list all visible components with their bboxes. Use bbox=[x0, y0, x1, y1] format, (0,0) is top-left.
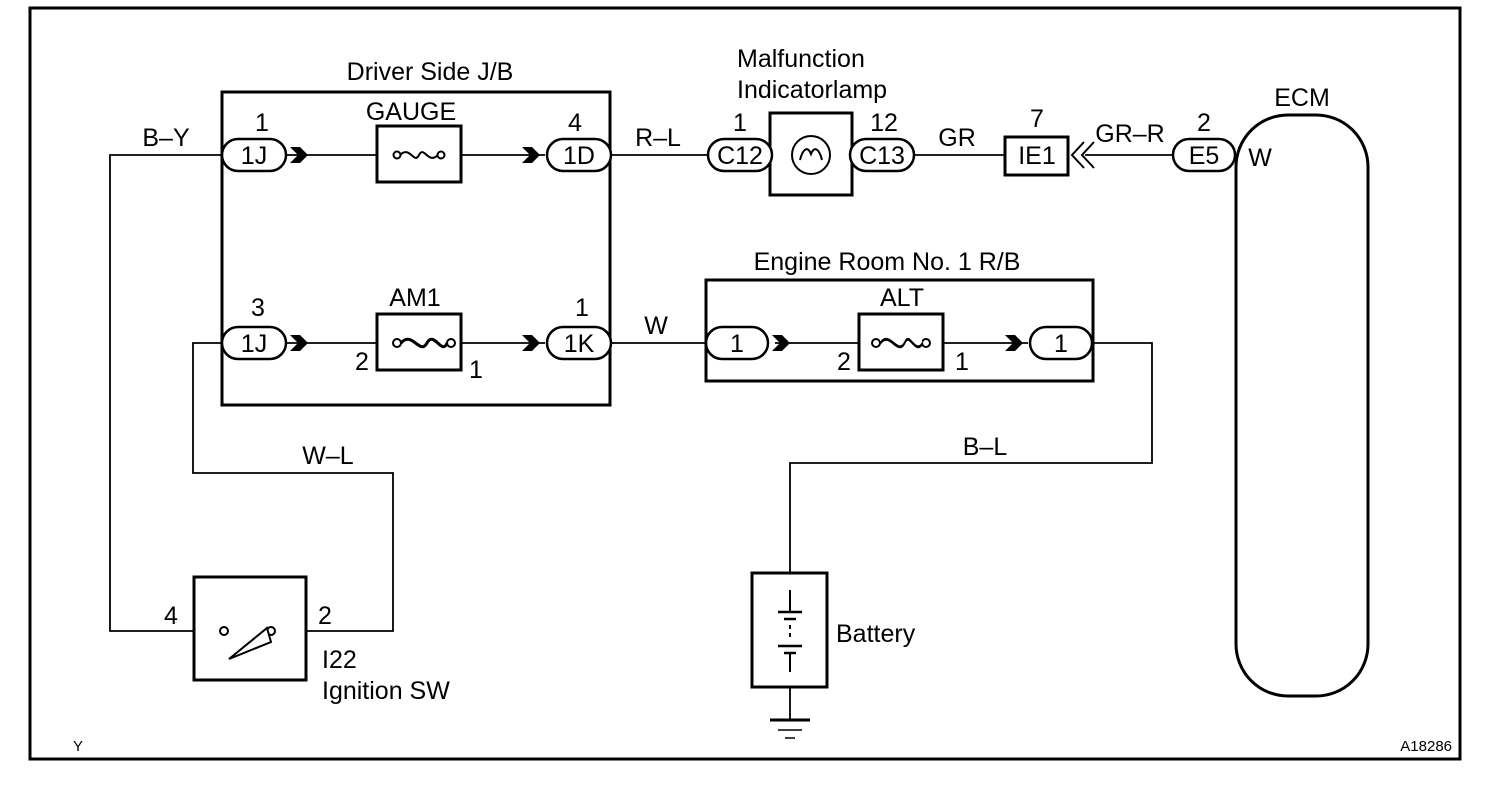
connector-rb-right: 1 bbox=[1005, 325, 1094, 361]
junction-ie1: IE1 7 bbox=[1003, 105, 1095, 177]
am1-fuse-label: AM1 bbox=[389, 284, 440, 312]
wire-label-b-l: B–L bbox=[963, 433, 1008, 461]
connector-arrow-icon bbox=[1005, 335, 1023, 351]
figure-id: A18286 bbox=[1400, 738, 1452, 755]
wire-label-w-l: W–L bbox=[302, 442, 354, 470]
svg-text:C12: C12 bbox=[717, 142, 763, 170]
pin-1j-bottom: 3 bbox=[251, 294, 265, 322]
fuse-symbol-icon bbox=[392, 150, 446, 160]
engine-rb-title: Engine Room No. 1 R/B bbox=[754, 248, 1021, 276]
battery-label: Battery bbox=[836, 620, 916, 648]
am1-pin-right: 1 bbox=[469, 356, 483, 384]
ignition-switch: 4 2 I22 Ignition SW bbox=[164, 575, 450, 705]
connector-1j-top: 1J bbox=[220, 137, 308, 173]
ignition-pin-left: 4 bbox=[164, 602, 178, 630]
svg-text:1: 1 bbox=[730, 330, 744, 358]
connector-arrow-icon bbox=[772, 335, 790, 351]
pin-e5: 2 bbox=[1197, 109, 1211, 137]
connector-arrow-icon bbox=[522, 335, 540, 351]
connector-c13: C13 bbox=[848, 137, 916, 173]
fusible-link-icon bbox=[871, 336, 931, 349]
pin-c13: 12 bbox=[870, 109, 898, 137]
am1-fuse bbox=[375, 312, 463, 372]
connector-arrow-icon bbox=[290, 147, 308, 163]
connector-1d: 1D bbox=[522, 137, 613, 173]
ground-icon bbox=[770, 718, 810, 739]
svg-text:1D: 1D bbox=[563, 142, 595, 170]
svg-text:E5: E5 bbox=[1189, 142, 1220, 170]
svg-text:1J: 1J bbox=[241, 142, 267, 170]
connector-e5: E5 bbox=[1171, 137, 1237, 173]
wire-label-b-y: B–Y bbox=[142, 124, 190, 152]
lamp-bulb-icon bbox=[791, 135, 831, 175]
connector-rb-left: 1 bbox=[704, 325, 790, 361]
ecm-terminal-w: W bbox=[1248, 144, 1272, 172]
connector-1k: 1K bbox=[522, 325, 613, 361]
mil-title-line2: Indicatorlamp bbox=[737, 76, 887, 104]
ecm-title: ECM bbox=[1274, 84, 1330, 112]
connector-arrow-icon bbox=[290, 335, 308, 351]
wire-label-gr: GR bbox=[938, 124, 976, 152]
battery-cell-icon bbox=[778, 590, 802, 672]
ignition-name: Ignition SW bbox=[322, 677, 450, 705]
switch-contact-icon bbox=[219, 626, 276, 660]
driver-side-jb: Driver Side J/B GAUGE AM1 2 1 1J 1 1 bbox=[220, 58, 613, 407]
ignition-code: I22 bbox=[322, 646, 357, 674]
am1-pin-left: 2 bbox=[355, 348, 369, 376]
engine-room-rb: Engine Room No. 1 R/B ALT 2 1 1 1 bbox=[704, 248, 1095, 383]
ie1-pin: 7 bbox=[1030, 105, 1044, 133]
connector-chevron-icon bbox=[1070, 141, 1095, 169]
diagram-frame bbox=[28, 6, 1462, 761]
battery: Battery bbox=[750, 571, 916, 689]
wire-label-gr-r: GR–R bbox=[1095, 120, 1164, 148]
alt-fuse-label: ALT bbox=[880, 284, 924, 312]
wire-label-w: W bbox=[644, 312, 668, 340]
alt-pin-left: 2 bbox=[837, 348, 851, 376]
ignition-pin-right: 2 bbox=[318, 602, 332, 630]
ecm: ECM W E5 2 bbox=[1171, 84, 1370, 698]
svg-text:1K: 1K bbox=[564, 330, 595, 358]
fusible-link-icon bbox=[392, 337, 456, 349]
gauge-fuse-label: GAUGE bbox=[366, 98, 456, 126]
alt-pin-right: 1 bbox=[955, 348, 969, 376]
pin-c12: 1 bbox=[733, 109, 747, 137]
svg-text:1J: 1J bbox=[241, 330, 267, 358]
mil-title-line1: Malfunction bbox=[737, 45, 865, 73]
svg-text:C13: C13 bbox=[859, 142, 905, 170]
pin-1d: 4 bbox=[568, 109, 582, 137]
wire-label-r-l: R–L bbox=[635, 124, 681, 152]
ie1-label: IE1 bbox=[1018, 142, 1056, 170]
malfunction-indicator-lamp: Malfunction Indicatorlamp C12 1 C13 12 bbox=[706, 45, 916, 197]
connector-arrow-icon bbox=[522, 147, 540, 163]
driver-jb-title: Driver Side J/B bbox=[347, 58, 514, 86]
pin-1j-top: 1 bbox=[255, 109, 269, 137]
pin-1k: 1 bbox=[575, 294, 589, 322]
svg-text:1: 1 bbox=[1054, 330, 1068, 358]
footer-left-code: Y bbox=[73, 738, 83, 755]
connector-1j-bottom: 1J bbox=[220, 325, 308, 361]
connector-c12: C12 bbox=[706, 137, 774, 173]
